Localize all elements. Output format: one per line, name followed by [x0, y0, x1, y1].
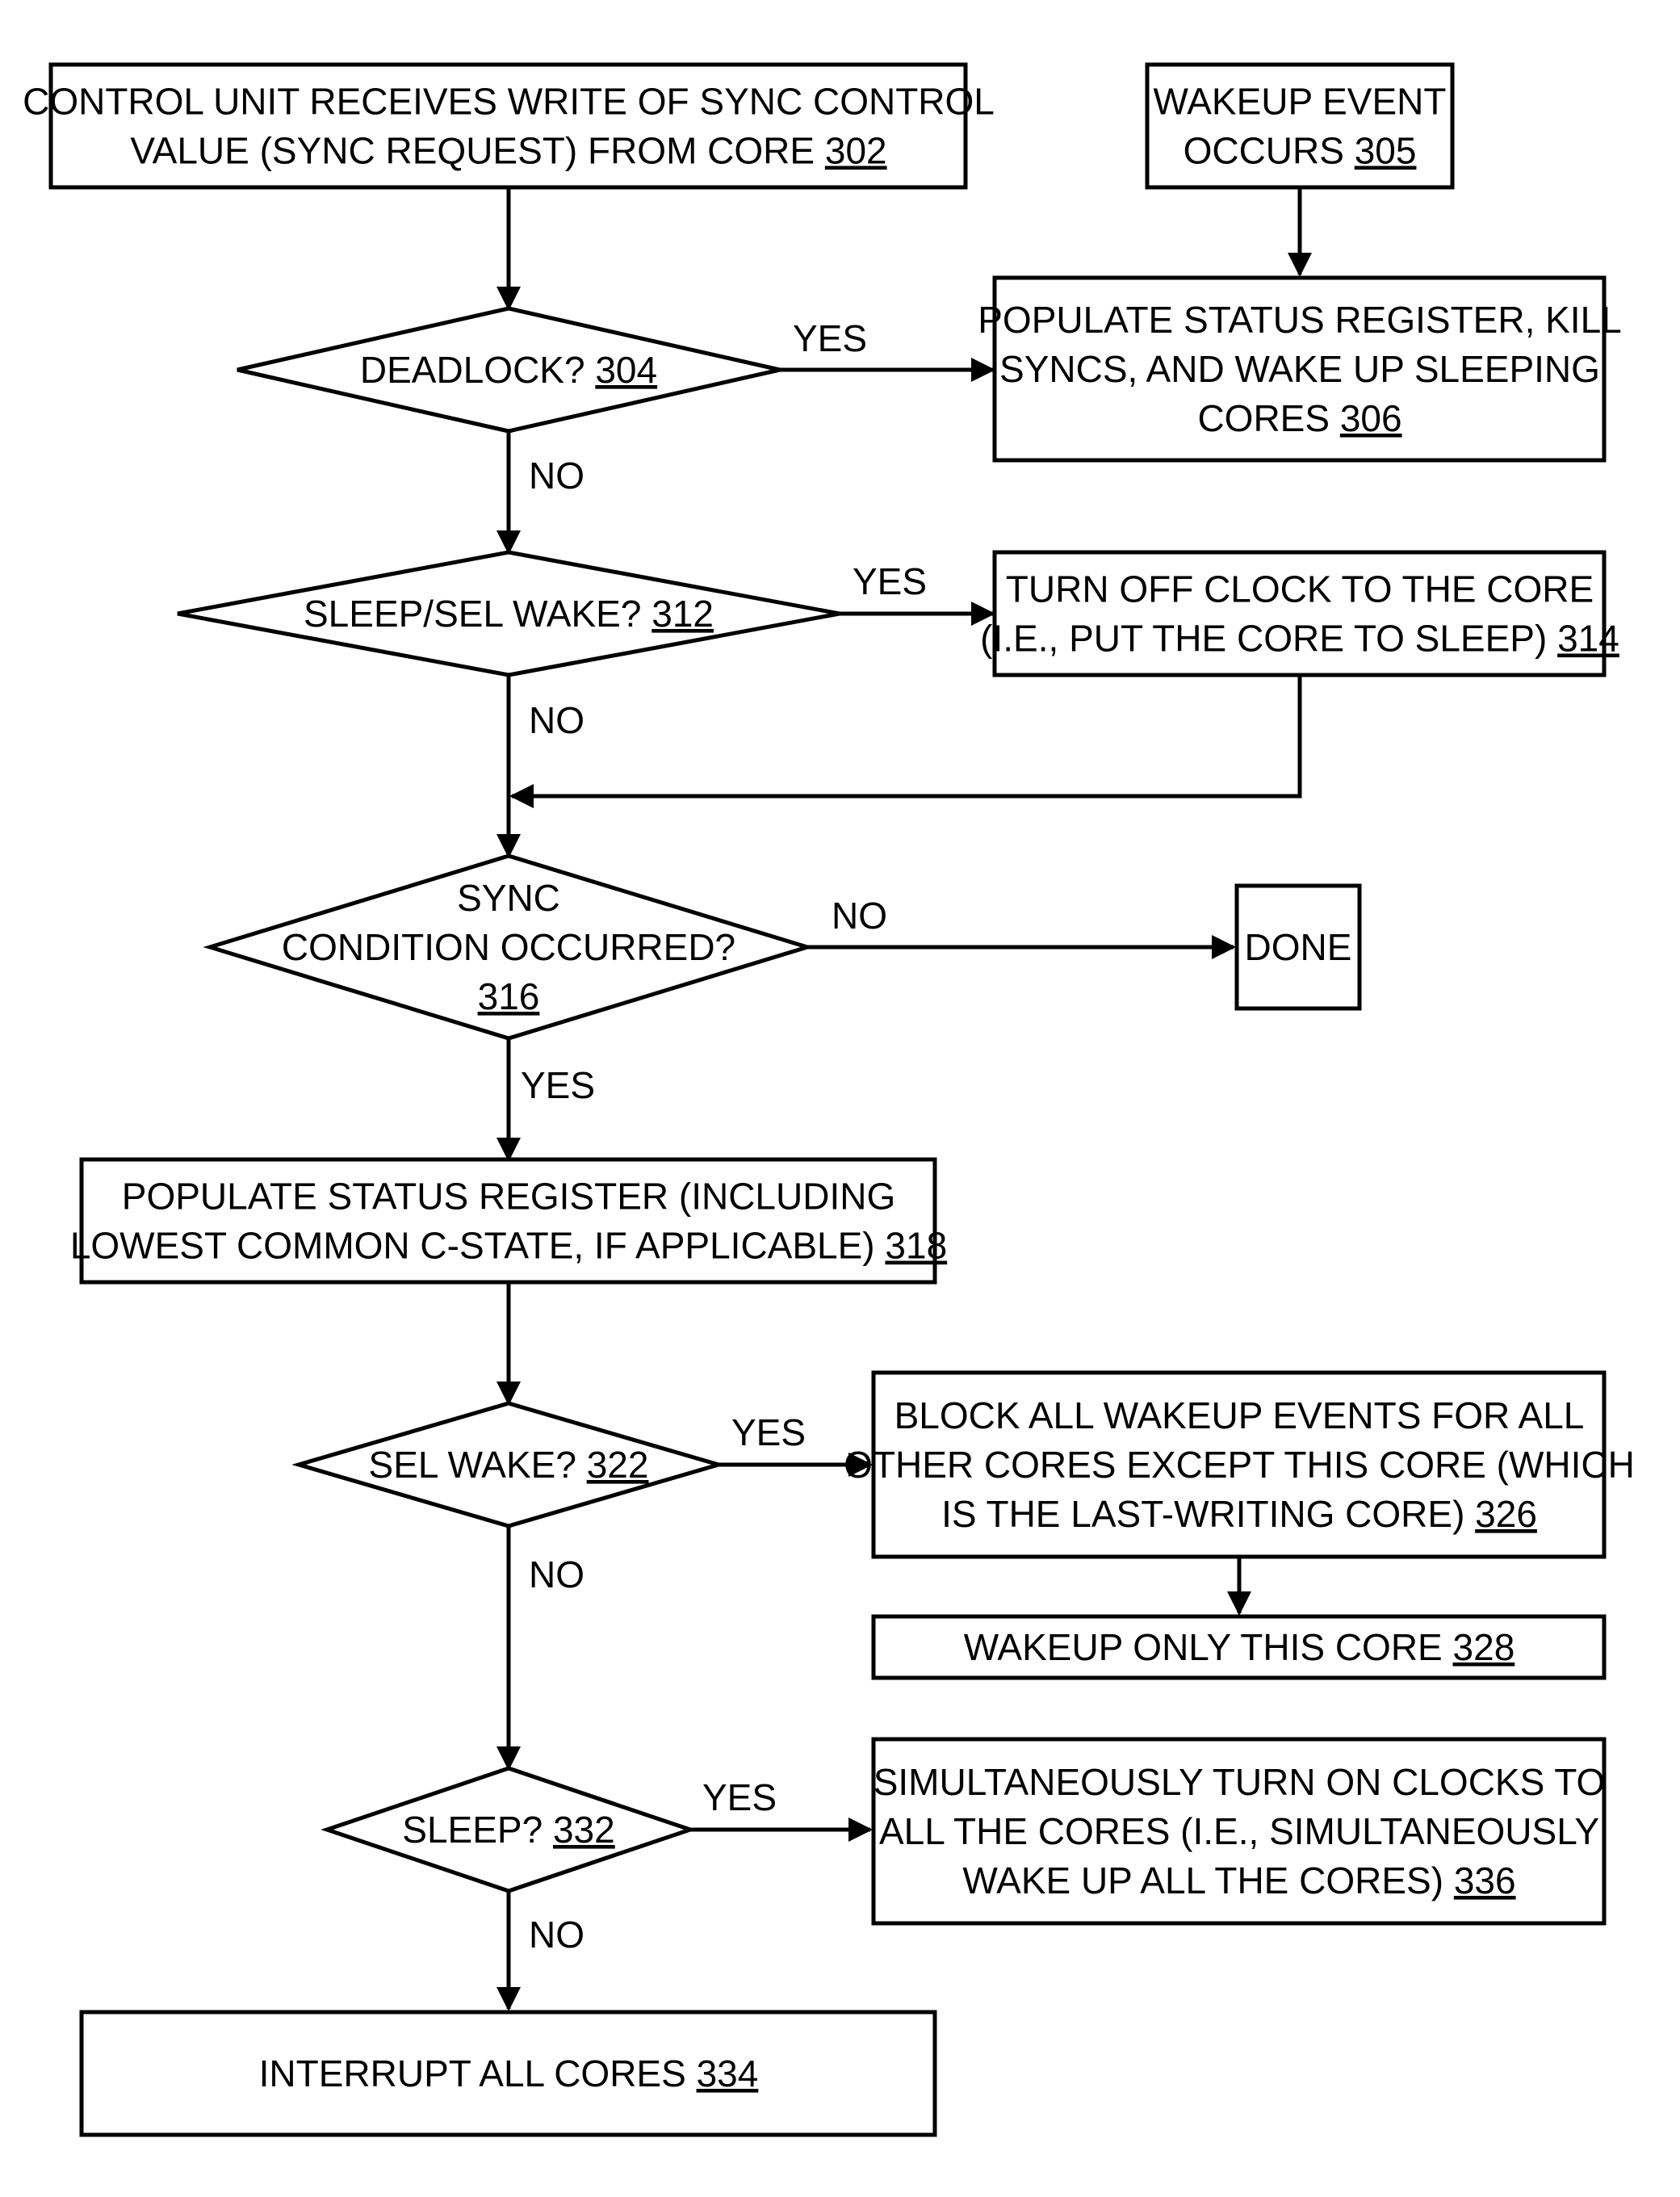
label-332-no: NO: [529, 1914, 584, 1956]
label-322-yes: YES: [731, 1411, 806, 1453]
label-332-yes: YES: [702, 1776, 777, 1818]
node-line: ALL THE CORES (I.E., SIMULTANEOUSLY: [879, 1810, 1599, 1852]
node-text-n336: SIMULTANEOUSLY TURN ON CLOCKS TO ALL THE …: [874, 1761, 1606, 1901]
node-text-n328: WAKEUP ONLY THIS CORE 328: [964, 1626, 1515, 1668]
node-line: CORES 306: [1197, 397, 1401, 439]
ref-number: 312: [651, 593, 714, 635]
node-line: SYNCS, AND WAKE UP SLEEPING: [999, 348, 1600, 390]
node-line: CONTROL UNIT RECEIVES WRITE OF SYNC CONT…: [23, 81, 995, 123]
node-line: POPULATE STATUS REGISTER (INCLUDING: [122, 1176, 895, 1218]
node-texts: CONTROL UNIT RECEIVES WRITE OF SYNC CONT…: [23, 81, 1635, 2095]
node-line: (I.E., PUT THE CORE TO SLEEP) 314: [980, 618, 1619, 660]
ref-number: 304: [595, 349, 657, 391]
ref-number: 328: [1453, 1626, 1515, 1668]
label-316-yes: YES: [521, 1064, 595, 1106]
node-line: DONE: [1245, 926, 1352, 968]
node-line: WAKEUP ONLY THIS CORE 328: [964, 1626, 1515, 1668]
label-312-no: NO: [529, 699, 584, 741]
ref-number: 306: [1340, 397, 1402, 439]
node-line: LOWEST COMMON C-STATE, IF APPLICABLE) 31…: [70, 1225, 947, 1267]
node-text-n316: SYNC CONDITION OCCURRED? 316: [282, 877, 735, 1017]
node-line: POPULATE STATUS REGISTER, KILL: [978, 299, 1622, 341]
node-line: SEL WAKE? 322: [369, 1444, 649, 1486]
node-line: WAKE UP ALL THE CORES) 336: [962, 1859, 1515, 1901]
node-line: TURN OFF CLOCK TO THE CORE: [1006, 568, 1594, 610]
ref-number: 318: [885, 1225, 947, 1267]
node-line: VALUE (SYNC REQUEST) FROM CORE 302: [130, 130, 886, 172]
node-text-n322: SEL WAKE? 322: [369, 1444, 649, 1486]
ref-number: 326: [1475, 1493, 1537, 1535]
ref-number: 334: [697, 2052, 759, 2094]
ref-number: 316: [478, 975, 540, 1017]
label-304-yes: YES: [793, 317, 867, 359]
node-text-done: DONE: [1245, 926, 1352, 968]
ref-number: 336: [1454, 1859, 1516, 1901]
node-line: DEADLOCK? 304: [360, 349, 657, 391]
ref-number: 314: [1557, 618, 1619, 660]
label-316-no: NO: [832, 895, 887, 937]
node-text-n326: BLOCK ALL WAKEUP EVENTS FOR ALL OTHER COR…: [844, 1394, 1635, 1535]
node-line: OCCURS 305: [1184, 130, 1417, 172]
node-line: OTHER CORES EXCEPT THIS CORE (WHICH: [844, 1444, 1635, 1486]
node-line: SIMULTANEOUSLY TURN ON CLOCKS TO: [874, 1761, 1606, 1803]
node-line: INTERRUPT ALL CORES 334: [259, 2052, 759, 2094]
edge-labels: YES NO YES NO NO YES YES NO YES NO: [521, 317, 927, 1956]
node-text-n334: INTERRUPT ALL CORES 334: [259, 2052, 759, 2094]
ref-number: 332: [553, 1809, 615, 1851]
ref-number: 305: [1355, 130, 1417, 172]
label-312-yes: YES: [853, 560, 927, 602]
node-line: SYNC: [457, 877, 560, 919]
node-text-n304: DEADLOCK? 304: [360, 349, 657, 391]
node-line: SLEEP/SEL WAKE? 312: [304, 593, 714, 635]
node-line: IS THE LAST-WRITING CORE) 326: [941, 1493, 1537, 1535]
node-text-n312: SLEEP/SEL WAKE? 312: [304, 593, 714, 635]
node-text-n332: SLEEP? 332: [402, 1809, 614, 1851]
node-line: WAKEUP EVENT: [1154, 81, 1447, 123]
node-line: SLEEP? 332: [402, 1809, 614, 1851]
label-322-no: NO: [529, 1553, 584, 1595]
node-line: 316: [478, 975, 540, 1017]
label-304-no: NO: [529, 455, 584, 497]
node-line: BLOCK ALL WAKEUP EVENTS FOR ALL: [894, 1394, 1585, 1436]
ref-number: 302: [825, 130, 887, 172]
ref-number: 322: [587, 1444, 649, 1486]
edge-314-merge: [512, 675, 1300, 796]
node-line: CONDITION OCCURRED?: [282, 926, 735, 968]
